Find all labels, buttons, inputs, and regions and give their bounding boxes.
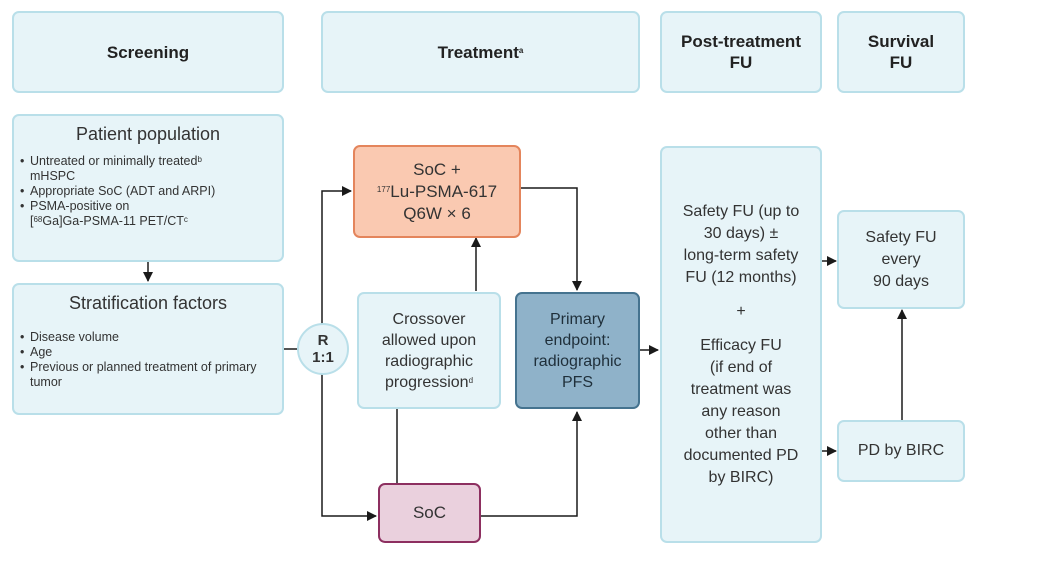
arrow-lu-arm-to-primary-endpoint	[520, 187, 582, 291]
phase-label-post-treatment-line1: Post-treatment	[681, 32, 801, 51]
patient-population-box: Patient population Untreated or minimall…	[12, 114, 284, 262]
phase-header-screening: Screening	[12, 11, 284, 93]
phase-header-treatment: Treatmenta	[321, 11, 640, 93]
plus-sign: +	[736, 302, 746, 320]
randomization-circle: R 1:1	[297, 323, 349, 375]
soc-arm-box: SoC	[378, 483, 481, 543]
footnote-marker-a: a	[518, 45, 524, 55]
phase-header-post-treatment: Post-treatment FU	[660, 11, 822, 93]
list-item: Disease volume	[20, 330, 276, 345]
lu-psma-arm-box: SoC + 177Lu-PSMA-617 Q6W × 6	[353, 145, 521, 238]
phase-label-treatment: Treatmenta	[437, 42, 524, 62]
phase-label-survival-line1: Survival	[867, 32, 935, 51]
stratification-title: Stratification factors	[68, 293, 228, 313]
list-item: Age	[20, 345, 276, 360]
phase-header-survival: Survival FU	[837, 11, 965, 93]
list-item: Previous or planned treatment of primary…	[20, 360, 276, 390]
phase-label-post-treatment-line2: FU	[729, 53, 753, 72]
list-item: PSMA-positive on[68Ga]Ga-PSMA-11 PET/CTc	[20, 199, 276, 229]
arrow-soc-arm-to-primary-endpoint	[481, 411, 582, 517]
patient-population-title: Patient population	[75, 124, 221, 144]
pd-by-birc-box: PD by BIRC	[837, 420, 965, 482]
stratification-list: Disease volume Age Previous or planned t…	[20, 330, 276, 390]
arrow-randomization-to-soc-arm	[321, 374, 377, 521]
crossover-box: Crossover allowed upon radiographic prog…	[357, 292, 501, 409]
stratification-box: Stratification factors Disease volume Ag…	[12, 283, 284, 415]
randomization-label: R	[317, 332, 329, 349]
list-item: Appropriate SoC (ADT and ARPI)	[20, 184, 276, 199]
survival-safety-fu-box: Safety FU every 90 days	[837, 210, 965, 309]
phase-label-screening: Screening	[106, 42, 190, 62]
arrow-randomization-to-lu-arm	[321, 186, 352, 324]
phase-label-survival-line2: FU	[889, 53, 913, 72]
randomization-ratio: 1:1	[312, 349, 334, 366]
post-treatment-fu-box: Safety FU (up to 30 days) ± long-term sa…	[660, 146, 822, 543]
primary-endpoint-box: Primary endpoint: radiographic PFS	[515, 292, 640, 409]
